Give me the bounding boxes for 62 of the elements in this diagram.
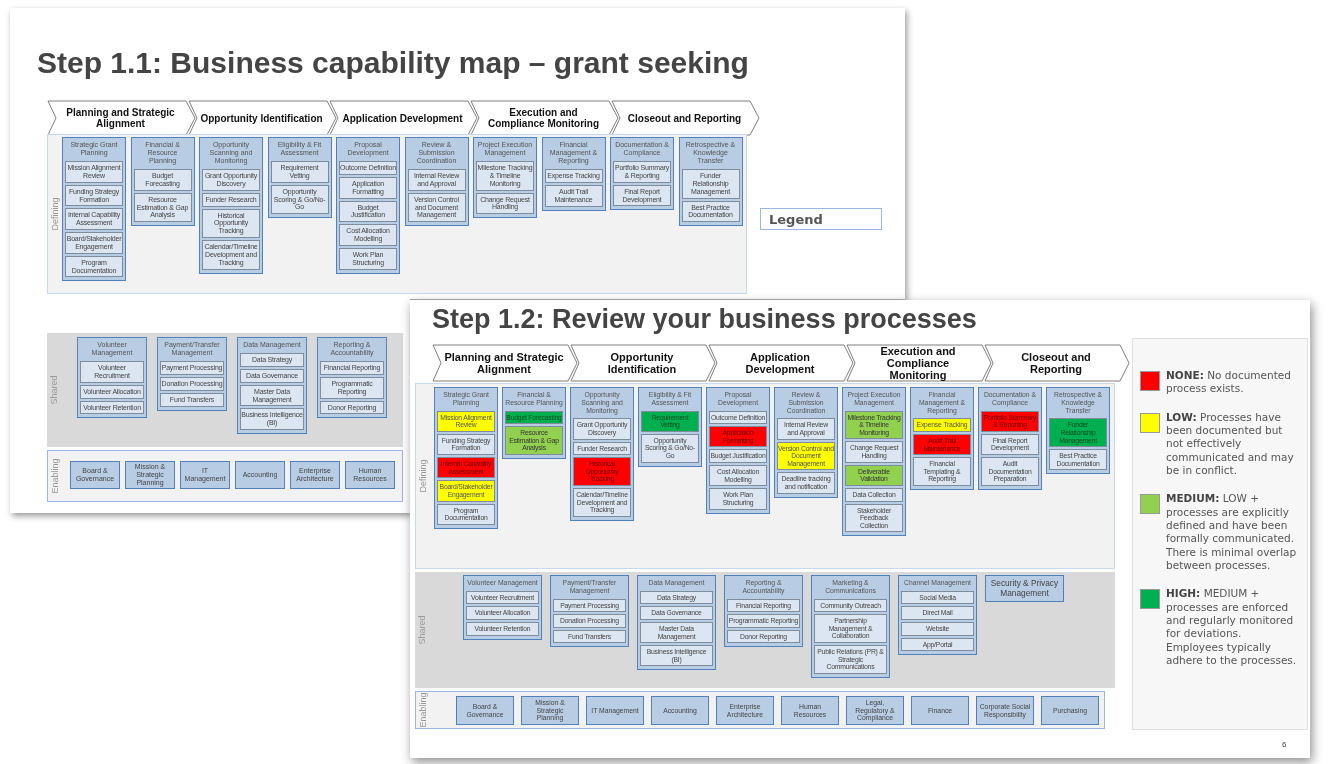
capability-group	[267, 137, 332, 219]
capability-box: Security & Privacy Management	[985, 575, 1064, 603]
band-panel	[47, 134, 747, 294]
band-label: Defining	[418, 459, 428, 493]
slide-card	[410, 300, 1310, 758]
page-number: 6	[1282, 740, 1287, 749]
phase-header: Planning and Strategic Alignment	[47, 100, 196, 136]
legend-text: LOW: Processes have been documented but not effectively communicated and may be in conflict.	[1166, 410, 1295, 478]
capability-group	[130, 137, 195, 227]
capability-group	[678, 137, 743, 227]
legend-text: NONE: No documented process exists.	[1166, 369, 1292, 396]
phase-header: Application Development	[708, 344, 854, 382]
capability-group	[502, 387, 566, 460]
slide-title: Step 1.2: Review your business processes	[432, 304, 977, 335]
band-panel	[47, 450, 403, 502]
capability-group	[910, 387, 974, 491]
capability-group	[637, 575, 716, 671]
phase-header: Closeout and Reporting	[984, 344, 1130, 382]
band-label: Defining	[50, 197, 60, 231]
capability-group	[842, 387, 906, 537]
capability-group	[473, 137, 537, 219]
capability-group	[541, 137, 606, 211]
capability-group	[706, 387, 770, 514]
capability-group	[336, 137, 400, 274]
capability-group	[237, 337, 307, 434]
capability-group	[610, 137, 674, 211]
capability-group	[978, 387, 1042, 490]
phase-header: Planning and Strategic Alignment	[432, 344, 578, 382]
capability-group	[774, 387, 838, 498]
capability-group	[199, 137, 263, 274]
capability-group	[404, 137, 469, 227]
slide-title: Step 1.1: Business capability map – grant seeking	[37, 46, 749, 80]
capability-group	[724, 575, 803, 648]
band-label: Shared	[49, 375, 59, 405]
band-panel	[415, 572, 1115, 688]
band-panel	[415, 383, 1115, 569]
capability-group	[463, 575, 542, 640]
capability-group	[898, 575, 977, 656]
phase-header: Execution and Compliance Monitoring	[470, 100, 619, 136]
capability-group	[638, 387, 702, 467]
legend-box: Legend	[760, 208, 882, 230]
capability-group	[77, 337, 147, 419]
capability-group	[317, 337, 387, 419]
phase-header: Closeout and Reporting	[611, 100, 760, 136]
band-label: Shared	[417, 615, 427, 645]
phase-header: Execution and Compliance Monitoring	[846, 344, 992, 382]
phase-header: Opportunity Identification	[570, 344, 716, 382]
band-panel	[47, 333, 403, 447]
capability-group	[157, 337, 227, 411]
legend-text: HIGH: MEDIUM + processes are enforced and regularly monitored for deviations. Employees typically adhere to the processes.	[1166, 587, 1298, 668]
capability-group	[62, 137, 126, 282]
capability-group	[570, 387, 634, 521]
phase-header: Opportunity Identification	[188, 100, 337, 136]
capability-group	[434, 387, 498, 529]
band-label: Enabling	[418, 692, 428, 728]
capability-group	[550, 575, 629, 648]
band-panel	[415, 691, 1105, 729]
phase-header: Application Development	[329, 100, 478, 136]
capability-group	[811, 575, 890, 678]
legend-text: MEDIUM: LOW + processes are explicitly defined and have been formally communicated. There is minimal overlap between processes.	[1166, 492, 1298, 573]
band-label: Enabling	[50, 458, 60, 494]
capability-group	[1046, 387, 1110, 475]
